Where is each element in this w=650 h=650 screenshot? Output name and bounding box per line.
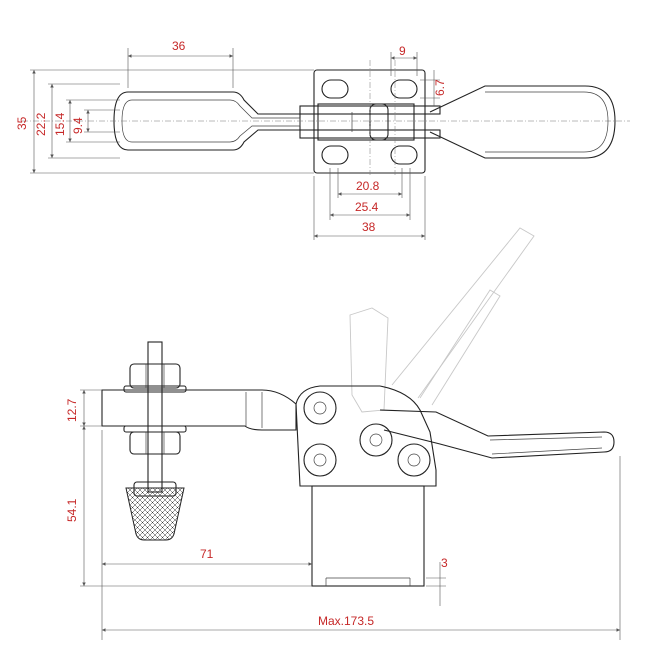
mount-hole-tl (321, 79, 349, 99)
nut-bottom (129, 431, 181, 455)
pivot-center (359, 423, 393, 457)
side-view: 12.7 54.1 71 3 Max.173.5 (65, 227, 621, 640)
dim-20-8-label: 20.8 (356, 179, 380, 193)
ghost-open-arm (349, 307, 389, 413)
mount-hole-br (390, 145, 418, 165)
base-plate-top (313, 69, 426, 174)
pivot-block (317, 103, 415, 141)
dim-35-label: 35 (15, 116, 29, 130)
handle-side (379, 409, 615, 459)
dim-22-2-label: 22.2 (34, 112, 48, 136)
spindle-slot-outline (113, 91, 301, 151)
clamp-arm (101, 389, 297, 431)
spindle-slot-inner (121, 99, 301, 143)
dim-54-1-label: 54.1 (65, 498, 79, 522)
dim-6-7-label: 6.7 (433, 79, 447, 96)
pivot-upper (303, 391, 337, 425)
dim-9-label: 9 (399, 44, 406, 58)
handle-grip-side (489, 436, 603, 455)
dim-12-7-label: 12.7 (65, 398, 79, 422)
ghost-open-handle (391, 227, 535, 399)
dim-overall-label: Max.173.5 (318, 614, 374, 628)
dim-3-label: 3 (441, 556, 448, 570)
top-view: 36 9 6.7 35 22.2 15.4 9.4 20.8 (15, 39, 630, 240)
handle-grip (485, 91, 609, 153)
handle-top-outline (429, 85, 616, 159)
dim-71-label: 71 (200, 547, 214, 561)
pivot-lower-right (397, 443, 431, 477)
dim-38-label: 38 (362, 220, 376, 234)
nut-top (129, 363, 181, 389)
dim-15-4-label: 15.4 (53, 112, 67, 136)
base-block (311, 485, 425, 587)
mount-hole-tr (390, 79, 418, 99)
dim-36-label: 36 (172, 39, 186, 53)
washer-bottom (123, 425, 187, 433)
mount-hole-bl (321, 145, 349, 165)
clamp-body (295, 385, 437, 487)
dim-9-4-label: 9.4 (71, 117, 85, 134)
dim-25-4-label: 25.4 (355, 200, 379, 214)
pivot-pin (369, 103, 389, 141)
washer-top (123, 385, 187, 393)
rubber-cap (125, 487, 185, 541)
pivot-lower-left (303, 443, 337, 477)
